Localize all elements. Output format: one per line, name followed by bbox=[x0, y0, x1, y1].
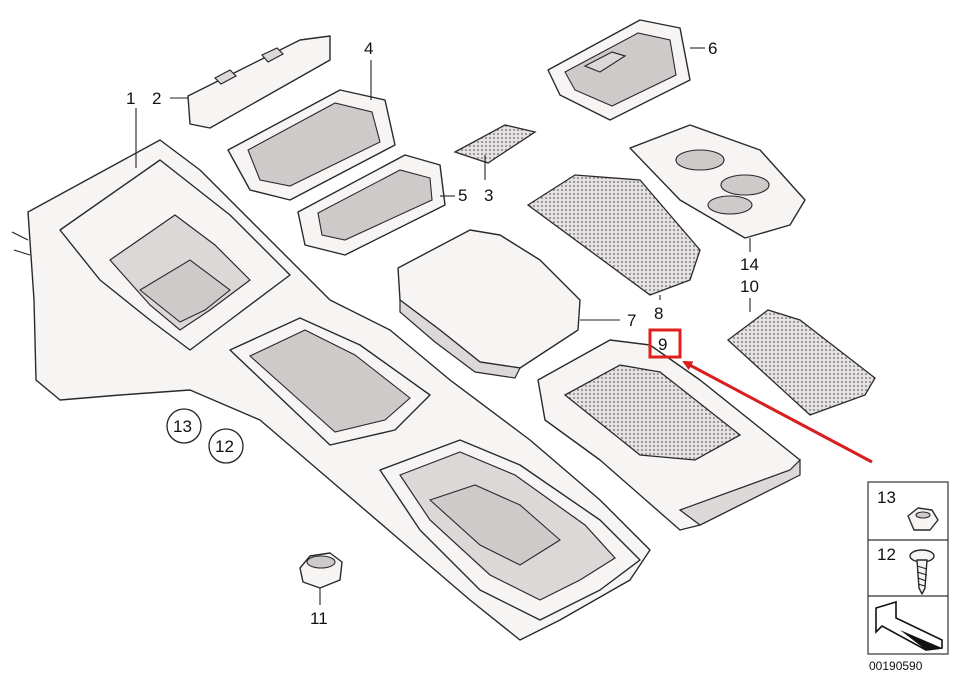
diagram-reference-number: 00190590 bbox=[869, 659, 923, 673]
callout-7: 7 bbox=[627, 311, 636, 330]
callout-4: 4 bbox=[364, 39, 373, 58]
callout-9: 9 bbox=[658, 335, 667, 354]
armrest-lid-part-7 bbox=[397, 229, 581, 379]
circled-callouts: 13 12 bbox=[166, 408, 244, 464]
legend-label-13: 13 bbox=[877, 488, 896, 507]
callout-14: 14 bbox=[740, 255, 759, 274]
circled-callout-13: 13 bbox=[173, 417, 192, 436]
hex-nut-icon bbox=[907, 507, 939, 531]
trim-strip-part-2 bbox=[187, 35, 331, 129]
callout-5: 5 bbox=[458, 186, 467, 205]
highlighted-callout-9: 9 bbox=[648, 328, 682, 359]
callout-1: 1 bbox=[126, 89, 135, 108]
cup-holder-insert-part-14 bbox=[629, 124, 806, 239]
storage-tray-part-5 bbox=[297, 154, 446, 256]
leader-lines bbox=[135, 47, 751, 605]
mat-part-10 bbox=[726, 309, 876, 416]
storage-tray-part-4 bbox=[227, 89, 396, 201]
center-console-part-1 bbox=[11, 139, 651, 641]
mesh-mat-part-8 bbox=[526, 174, 701, 296]
circle-12 bbox=[208, 428, 244, 464]
plug-part-11 bbox=[299, 552, 343, 589]
cup-holder-part-6 bbox=[547, 19, 691, 121]
fastener-legend: 13 12 bbox=[867, 481, 949, 655]
callout-6: 6 bbox=[708, 39, 717, 58]
screw-icon bbox=[909, 549, 935, 595]
orientation-arrow-icon bbox=[875, 600, 943, 651]
red-pointer-arrow bbox=[682, 360, 873, 464]
callout-2: 2 bbox=[152, 89, 161, 108]
callout-8: 8 bbox=[654, 304, 663, 323]
callout-10: 10 bbox=[740, 277, 759, 296]
circled-callout-12: 12 bbox=[215, 437, 234, 456]
callout-11: 11 bbox=[310, 609, 328, 628]
console-cover-part-9 bbox=[537, 339, 801, 531]
callout-labels: 1 2 3 4 5 6 7 8 10 11 14 bbox=[126, 39, 759, 628]
callout-3: 3 bbox=[484, 186, 493, 205]
legend-label-12: 12 bbox=[877, 545, 896, 564]
small-mat-part-3 bbox=[453, 124, 537, 164]
circle-13 bbox=[166, 408, 202, 444]
